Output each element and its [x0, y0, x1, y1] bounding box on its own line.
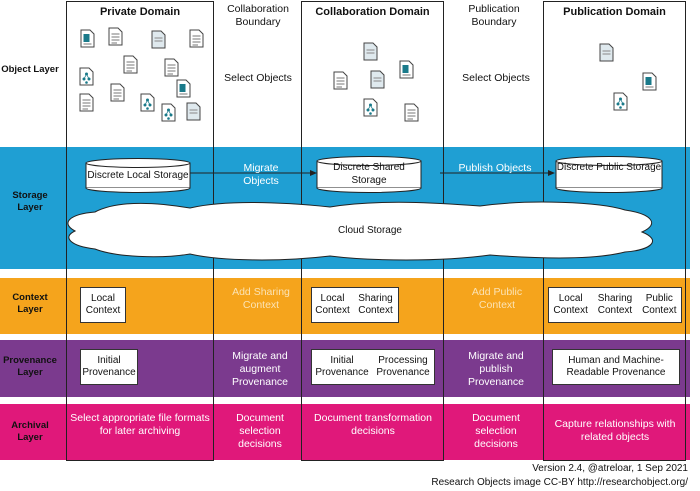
public-storage-label: Discrete Public Storage: [556, 162, 662, 173]
sharing-context-pub: Sharing Context: [597, 292, 633, 317]
storage-layer-label: Storage Layer: [12, 190, 48, 214]
add-sharing-context-label: Add Sharing Context: [232, 286, 290, 312]
local-context-private: Local Context: [80, 287, 126, 323]
archival-layer-label: Archival Layer: [11, 420, 49, 444]
human-machine-provenance: Human and Machine-Readable Provenance: [552, 349, 680, 385]
migrate-publish-provenance-label: Migrate and publish Provenance: [467, 350, 525, 389]
sharing-context-collab: Sharing Context: [358, 292, 393, 317]
private-domain-header: Private Domain: [99, 6, 181, 18]
public-context-pub: Public Context: [642, 292, 677, 317]
publish-objects-label: Publish Objects: [458, 162, 532, 174]
publication-domain-column: [543, 1, 686, 461]
version-footer: Version 2.4, @atreloar, 1 Sep 2021: [532, 463, 688, 474]
publication-domain-header: Publication Domain: [563, 6, 666, 18]
local-storage-label: Discrete Local Storage: [87, 170, 189, 181]
archival-pub-label: Capture relationships with related objec…: [554, 418, 676, 444]
add-public-context-label: Add Public Context: [471, 286, 523, 312]
archival-boundary2-label: Document selection decisions: [472, 412, 520, 451]
publication-boundary-header: Publication Boundary: [468, 3, 520, 29]
cloud-storage-label: Cloud Storage: [338, 225, 402, 236]
archival-collab-label: Document transformation decisions: [314, 412, 432, 438]
initial-provenance-collab: Initial Provenance: [315, 354, 369, 379]
context-layer-label: Context Layer: [12, 292, 48, 316]
migrate-objects-label: Migrate Objects: [243, 162, 279, 188]
migrate-augment-provenance-label: Migrate and augment Provenance: [231, 350, 289, 389]
pub-context-box: Local Context Sharing Context Public Con…: [548, 287, 682, 323]
local-context-collab: Local Context: [315, 292, 350, 317]
license-footer: Research Objects image CC-BY http://rese…: [431, 477, 688, 488]
archival-private-label: Select appropriate file formats for late…: [70, 412, 210, 438]
collab-context-box: Local Context Sharing Context: [311, 287, 399, 323]
initial-provenance-private: Initial Provenance: [80, 349, 138, 385]
local-context-pub: Local Context: [553, 292, 588, 317]
provenance-layer-label: Provenance Layer: [3, 355, 57, 379]
select-objects-pub: Select Objects: [462, 72, 530, 84]
shared-storage-label: Discrete Shared Storage: [333, 162, 405, 186]
collab-provenance-box: Initial Provenance Processing Provenance: [311, 349, 435, 385]
select-objects-collab: Select Objects: [224, 72, 292, 84]
archival-layer-band: [0, 404, 690, 460]
processing-provenance: Processing Provenance: [376, 354, 430, 379]
collaboration-boundary-header: Collaboration Boundary: [227, 3, 289, 29]
object-layer-label: Object Layer: [1, 64, 59, 75]
private-domain-column: [66, 1, 214, 461]
collaboration-domain-header: Collaboration Domain: [315, 6, 430, 18]
archival-boundary1-label: Document selection decisions: [236, 412, 284, 451]
